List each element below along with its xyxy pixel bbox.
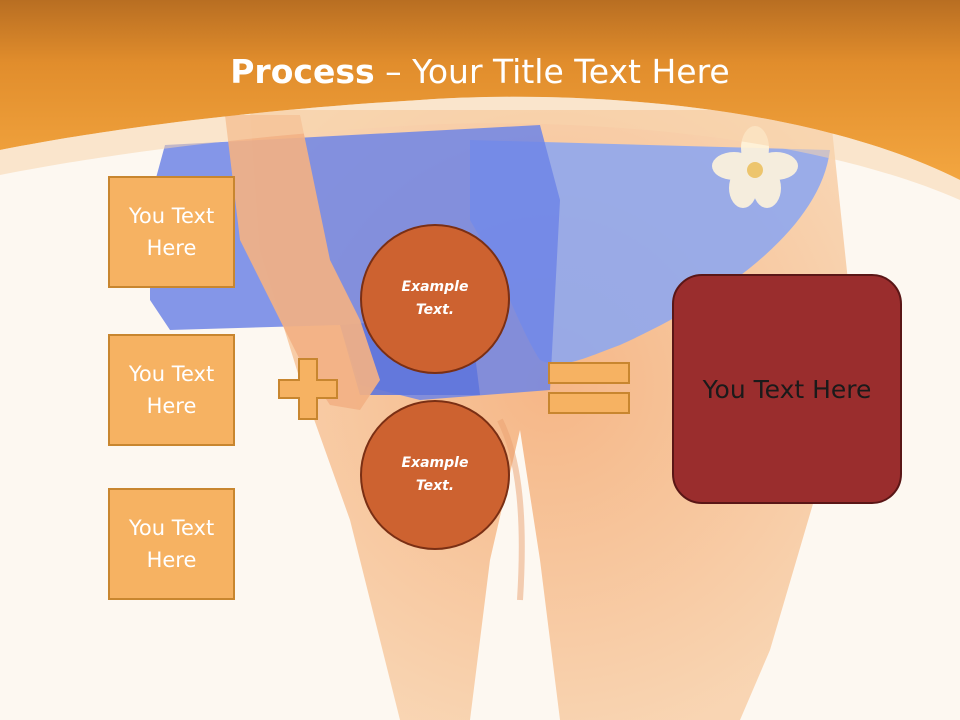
result-box: You Text Here — [672, 274, 902, 504]
plus-icon — [278, 358, 338, 420]
text-box-3: You Text Here — [108, 488, 235, 600]
text-box-1: You Text Here — [108, 176, 235, 288]
slide-title: Process – Your Title Text Here — [0, 52, 960, 91]
title-bold: Process — [230, 52, 375, 91]
title-rest: – Your Title Text Here — [374, 52, 730, 91]
example-circle-1: Example Text. — [360, 224, 510, 374]
example-circle-2: Example Text. — [360, 400, 510, 550]
text-box-2: You Text Here — [108, 334, 235, 446]
equals-icon — [548, 362, 630, 414]
